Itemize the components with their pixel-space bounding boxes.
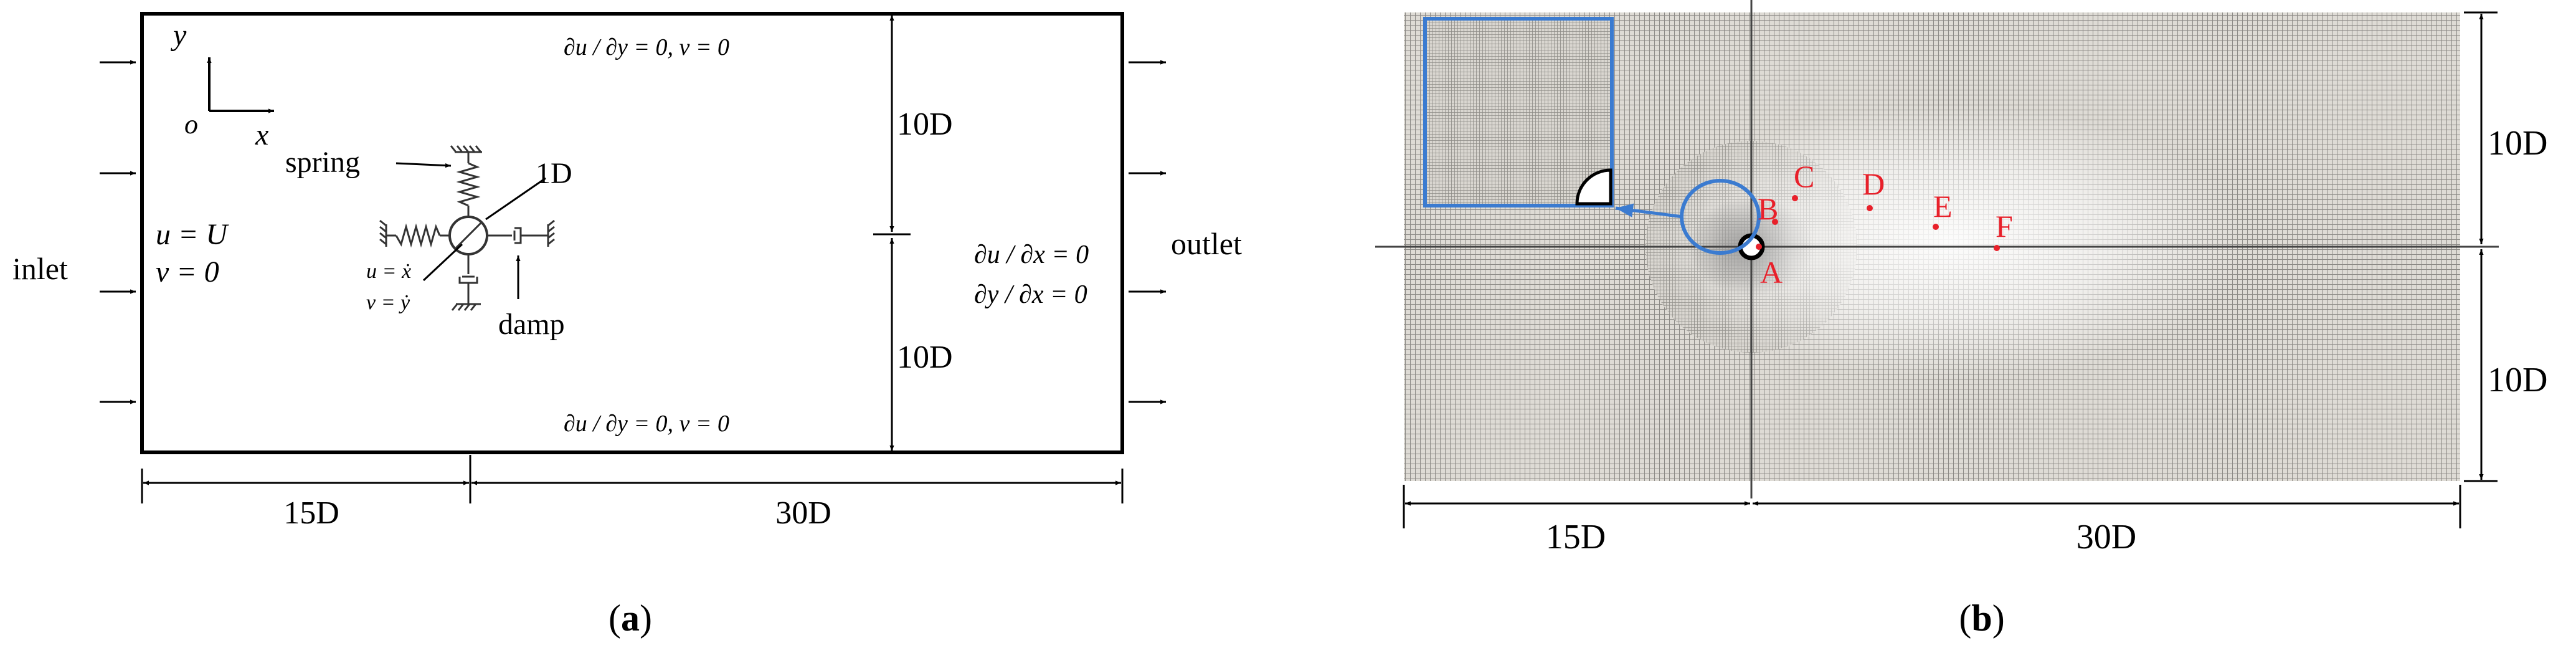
velocity-condition-u: u = ẋ	[366, 260, 411, 283]
point-E-marker	[1933, 224, 1939, 230]
outlet-condition-1: ∂u / ∂x = 0	[974, 241, 1089, 269]
inlet-condition-u: u = U	[156, 218, 229, 251]
bottom-boundary-condition: ∂u / ∂y = 0, v = 0	[564, 411, 729, 437]
spring-pointer	[395, 162, 452, 168]
point-D-marker	[1867, 205, 1873, 211]
point-A-label: A	[1760, 255, 1783, 290]
caption-b: (b)	[1959, 598, 2004, 639]
spring-damper-assembly	[379, 145, 555, 311]
point-C-label: C	[1794, 159, 1814, 194]
vertical-dimension-b	[2464, 11, 2498, 482]
upstream-dim: 15D	[283, 495, 339, 531]
inlet-label: inlet	[12, 251, 68, 286]
point-D-label: D	[1862, 166, 1885, 201]
coordinate-axes	[207, 57, 274, 113]
panel-b: A B C D E F 10D 10D 15D 30D (b)	[1375, 0, 2547, 639]
upstream-dim-b: 15D	[1546, 518, 1606, 556]
downstream-dim: 30D	[775, 495, 831, 531]
point-C-marker	[1792, 195, 1798, 201]
axis-origin-label: o	[184, 109, 198, 140]
point-F-marker	[1994, 245, 2000, 251]
velocity-condition-v: v = ẏ	[366, 291, 410, 314]
top-boundary-condition: ∂u / ∂y = 0, v = 0	[564, 34, 729, 60]
spring-label: spring	[285, 146, 360, 179]
axis-x-label: x	[255, 118, 268, 151]
zoom-arrow	[1615, 203, 1683, 219]
outlet-condition-2: ∂y / ∂x = 0	[974, 280, 1087, 309]
velocity-pointer	[422, 243, 463, 282]
horizontal-dimension	[141, 455, 1124, 503]
inlet-arrows	[100, 60, 136, 404]
point-A-marker	[1756, 244, 1762, 250]
damp-label: damp	[498, 308, 565, 341]
downstream-dim-b: 30D	[2076, 518, 2136, 556]
domain-box	[140, 12, 1124, 454]
zoom-inset	[1423, 17, 1614, 207]
point-E-label: E	[1933, 189, 1953, 224]
point-F-label: F	[1996, 209, 2013, 244]
diameter-pointer	[485, 177, 546, 221]
upper-half-dim: 10D	[897, 107, 953, 142]
inset-cylinder	[1575, 168, 1612, 206]
panel-a: inlet outlet u = U v = 0 ∂u / ∂y = 0, v …	[12, 12, 1242, 639]
vertical-dimension	[873, 15, 911, 451]
spring-vertical	[456, 162, 481, 207]
inlet-condition-v: v = 0	[156, 255, 219, 288]
axis-y-label: y	[170, 19, 187, 52]
lower-half-dim: 10D	[897, 340, 953, 375]
upper-half-dim-b: 10D	[2488, 124, 2547, 163]
outlet-arrows	[1129, 60, 1166, 404]
diameter-label: 1D	[536, 157, 572, 190]
spring-horizontal	[395, 223, 441, 248]
point-B-marker	[1772, 219, 1778, 225]
monitoring-points	[1756, 195, 2000, 251]
caption-a: (a)	[608, 598, 652, 639]
point-B-label: B	[1758, 191, 1778, 226]
lower-half-dim-b: 10D	[2488, 361, 2547, 399]
horizontal-dimension-b	[1403, 485, 2461, 528]
outlet-label: outlet	[1171, 226, 1242, 261]
